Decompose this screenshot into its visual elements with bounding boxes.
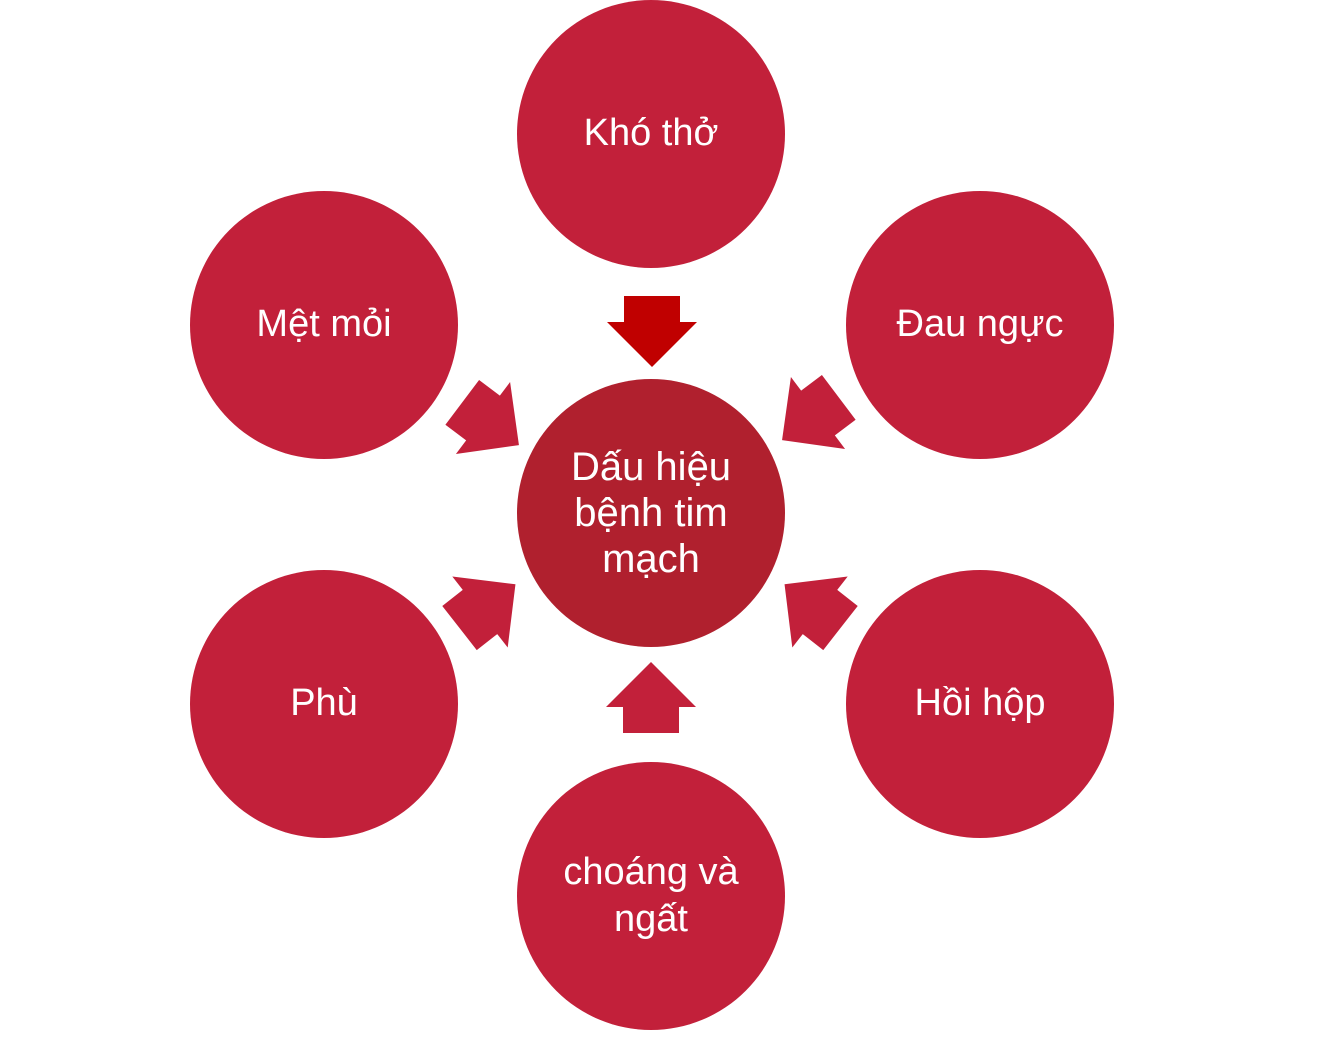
center-node-label: Dấu hiệu bệnh tim mạch (570, 445, 732, 581)
symptom-node-top: Khó thở (517, 0, 785, 268)
symptom-node-bottom: choáng và ngất (517, 762, 785, 1030)
symptom-node-lower-left: Phù (190, 570, 458, 838)
arrow-from-top (607, 296, 697, 367)
symptom-label-choang-va-ngat: choáng và ngất (563, 850, 739, 941)
symptom-label-hoi-hop: Hồi hộp (914, 682, 1046, 725)
arrow-from-bottom (606, 662, 696, 733)
symptom-label-dau-nguc: Đau ngực (896, 303, 1064, 346)
symptom-node-upper-left: Mệt mỏi (190, 191, 458, 459)
symptom-label-phu: Phù (290, 682, 358, 725)
arrow-from-upper-left (445, 379, 519, 454)
arrow-from-upper-right (782, 374, 856, 449)
center-node: Dấu hiệu bệnh tim mạch (517, 379, 785, 647)
symptom-node-lower-right: Hồi hộp (846, 570, 1114, 838)
arrow-from-lower-left (442, 576, 516, 651)
symptom-label-kho-tho: Khó thở (583, 112, 719, 155)
symptom-node-upper-right: Đau ngực (846, 191, 1114, 459)
symptom-label-met-moi: Mệt mỏi (256, 303, 392, 346)
arrow-from-lower-right (784, 576, 858, 651)
